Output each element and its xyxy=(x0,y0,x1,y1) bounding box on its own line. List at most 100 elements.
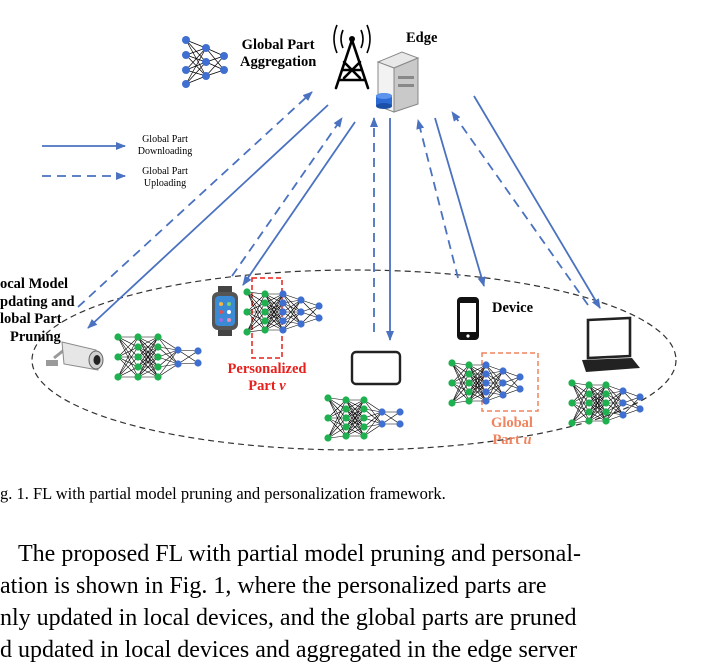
network-edge xyxy=(282,299,302,322)
network-node xyxy=(619,411,627,419)
network-node xyxy=(324,394,332,402)
network-node xyxy=(499,391,507,399)
network-node xyxy=(342,423,350,431)
network-edge xyxy=(117,346,139,358)
network-node xyxy=(619,387,627,395)
network-node xyxy=(499,367,507,375)
communication-arrows xyxy=(42,91,601,341)
network-node xyxy=(636,405,644,413)
network-edge xyxy=(451,382,470,402)
network-edge xyxy=(157,363,179,378)
tablet-network-icon xyxy=(324,394,404,442)
network-edge xyxy=(468,364,487,402)
network-node xyxy=(448,399,456,407)
network-node xyxy=(154,363,162,371)
paragraph-line-1: The proposed FL with partial model pruni… xyxy=(18,541,581,567)
network-node xyxy=(360,414,368,422)
network-edge xyxy=(571,384,590,404)
network-node xyxy=(261,326,269,334)
network-node xyxy=(619,399,627,407)
local-updating-line2: pdating and xyxy=(0,293,75,310)
network-node xyxy=(465,370,473,378)
network-node xyxy=(279,299,287,307)
network-node xyxy=(585,399,593,407)
network-edge xyxy=(468,364,487,393)
network-edge xyxy=(485,382,504,402)
network-edge xyxy=(451,382,470,404)
network-edge xyxy=(451,364,470,384)
network-edge xyxy=(451,362,470,402)
network-node xyxy=(243,288,251,296)
network-edge xyxy=(327,397,347,437)
network-edge xyxy=(622,396,641,416)
network-node xyxy=(499,379,507,387)
network-edge xyxy=(117,346,139,378)
network-node xyxy=(279,317,287,325)
network-node xyxy=(154,353,162,361)
edge-label: Edge xyxy=(406,30,438,46)
global-aggregation-line2: Aggregation xyxy=(240,54,317,70)
network-node xyxy=(297,320,305,328)
network-node xyxy=(568,419,576,427)
smartphone-icon xyxy=(457,297,479,340)
global-part-line2: Part u xyxy=(484,432,540,449)
network-edge xyxy=(571,382,590,404)
network-edge xyxy=(137,336,159,358)
network-edge xyxy=(571,384,590,424)
network-edge xyxy=(485,370,504,402)
global-part-line1: Global xyxy=(491,415,533,431)
network-edge xyxy=(177,350,199,365)
local-updating-line3: lobal Part xyxy=(0,311,62,327)
paragraph-line-3: nly updated in local devices, and the gl… xyxy=(0,605,577,631)
network-node xyxy=(568,399,576,407)
personalized-part-label: Personalized Part v xyxy=(224,361,310,395)
network-edge xyxy=(246,311,266,331)
personalized-line1: Personalized xyxy=(227,361,307,377)
network-node xyxy=(568,379,576,387)
network-node xyxy=(602,408,610,416)
network-node xyxy=(297,296,305,304)
network-edge xyxy=(137,336,159,378)
network-edge xyxy=(451,362,470,384)
network-edge xyxy=(282,299,302,331)
personalized-part-word: Part xyxy=(248,378,280,394)
network-edge xyxy=(345,408,365,437)
network-edge xyxy=(282,311,302,325)
network-node xyxy=(261,290,269,298)
network-node xyxy=(360,396,368,404)
network-edge xyxy=(157,336,179,365)
paragraph-line-4: d updated in local devices and aggregate… xyxy=(0,637,578,663)
personalized-part-box xyxy=(251,277,283,359)
network-edge xyxy=(282,311,302,331)
network-edge xyxy=(605,384,624,404)
network-edge xyxy=(264,293,284,313)
network-node xyxy=(154,373,162,381)
network-edge xyxy=(381,411,401,425)
network-node xyxy=(154,333,162,341)
network-edge xyxy=(246,311,266,333)
network-edge xyxy=(246,291,266,322)
network-edge xyxy=(327,408,347,439)
network-edge xyxy=(485,373,504,396)
network-node xyxy=(342,414,350,422)
network-node xyxy=(482,388,490,396)
watch-network-icon xyxy=(243,288,323,336)
network-edge xyxy=(451,373,470,404)
legend-downloading-line1: Global Part xyxy=(142,134,188,145)
network-edge xyxy=(157,349,179,368)
network-edge xyxy=(117,336,139,378)
laptop-icon xyxy=(582,316,640,372)
network-node xyxy=(516,385,524,393)
figure-caption: g. 1. FL with partial model pruning and … xyxy=(0,484,446,503)
network-edge xyxy=(502,376,521,396)
network-node xyxy=(516,373,524,381)
network-edge xyxy=(246,293,266,333)
network-edge xyxy=(137,356,159,378)
network-edge xyxy=(282,299,302,313)
network-edge xyxy=(605,384,624,416)
network-edge xyxy=(468,382,487,402)
network-edge xyxy=(264,293,284,322)
network-edge xyxy=(264,293,284,331)
network-node xyxy=(243,328,251,336)
network-node xyxy=(279,290,287,298)
